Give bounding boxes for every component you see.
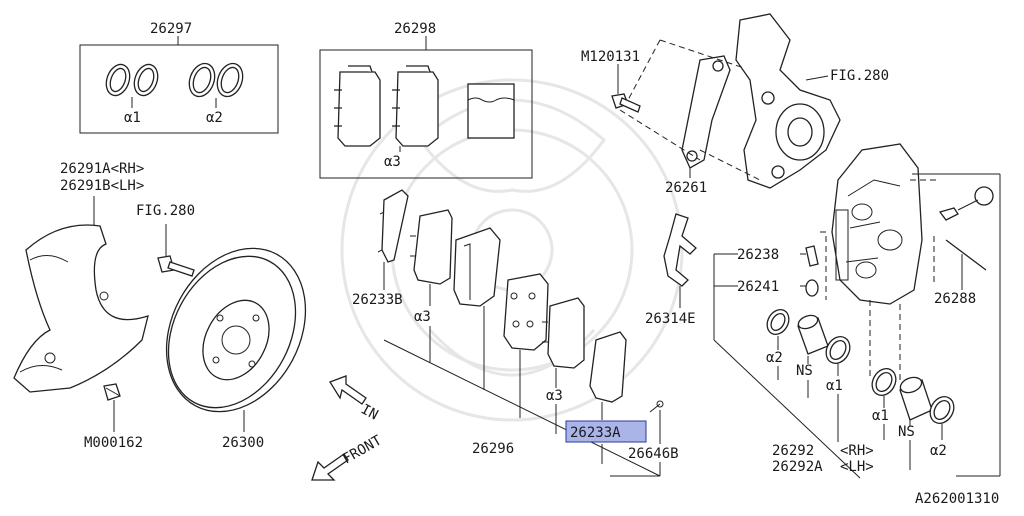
label-m000162: M000162 [84, 435, 143, 451]
hub-bolt[interactable] [157, 224, 195, 277]
inner-shim-26233a[interactable] [589, 331, 627, 403]
label-a3-kit: α3 [384, 154, 401, 170]
shim-a3-inner[interactable] [542, 297, 585, 369]
piston-ns-right[interactable] [898, 375, 933, 426]
label-26298: 26298 [394, 21, 436, 37]
label-26241: 26241 [737, 279, 779, 295]
label-26261: 26261 [665, 180, 707, 196]
brake-pad-outer[interactable] [453, 227, 501, 307]
caliper-assembly[interactable] [831, 143, 923, 305]
label-ns-right: NS [898, 424, 915, 440]
clip-26646b[interactable] [649, 400, 664, 413]
label-26233b: 26233B [352, 292, 403, 308]
label-26300: 26300 [222, 435, 264, 451]
pad-kit-26298[interactable] [319, 36, 533, 179]
label-ns-left: NS [796, 363, 813, 379]
label-26291b: 26291B<LH> [60, 178, 144, 194]
label-26288: 26288 [934, 291, 976, 307]
label-26314e: 26314E [645, 311, 696, 327]
pin-26288[interactable] [938, 186, 994, 290]
label-26297: 26297 [150, 21, 192, 37]
label-26292: 26292 [772, 443, 814, 459]
label-a2-mid: α2 [766, 350, 783, 366]
piston-leaders [777, 366, 911, 470]
label-26238: 26238 [737, 247, 779, 263]
label-a2-top: α2 [206, 110, 223, 126]
label-rh: <RH> [840, 443, 874, 459]
knuckle-fig280[interactable] [735, 13, 841, 189]
bolt-m000162[interactable] [103, 383, 121, 432]
cap-26241[interactable] [800, 279, 819, 297]
label-a3-b: α3 [546, 388, 563, 404]
pad-row-leaders [383, 262, 661, 477]
seal-a2-mid[interactable] [763, 306, 793, 350]
seal-a1-low[interactable] [867, 364, 900, 408]
seal-kit-26297[interactable] [79, 36, 279, 134]
label-26292a: 26292A [772, 459, 823, 475]
label-a1-low: α1 [872, 408, 889, 424]
label-lh: <LH> [840, 459, 874, 475]
front-arrow-icon [311, 453, 349, 481]
brake-rotor-26300[interactable] [139, 224, 333, 436]
brake-pad-inner[interactable] [503, 273, 549, 351]
label-a1-mid: α1 [826, 378, 843, 394]
label-26233a[interactable]: 26233A [570, 425, 621, 441]
label-front: FRONT [340, 432, 385, 467]
label-fig280-top: FIG.280 [830, 68, 889, 84]
piston-ns-left[interactable] [797, 313, 829, 364]
label-in: IN [358, 401, 380, 423]
shim-a3[interactable] [410, 209, 453, 285]
seal-a2-low[interactable] [925, 392, 958, 440]
bolt-m120131[interactable] [611, 64, 641, 113]
seal-a1-mid[interactable] [821, 332, 854, 376]
label-a2-low: α2 [930, 443, 947, 459]
highlight-26233a[interactable] [565, 420, 647, 443]
label-26296: 26296 [472, 441, 514, 457]
seal-ring [105, 62, 244, 98]
label-26646b: 26646B [628, 446, 679, 462]
label-26291a: 26291A<RH> [60, 161, 144, 177]
label-fig280-left: FIG.280 [136, 203, 195, 219]
bleeder-26238[interactable] [800, 245, 819, 267]
outer-shim-26233b[interactable] [377, 189, 409, 263]
pad-spring-26314e[interactable] [663, 213, 697, 308]
in-arrow-icon [329, 375, 367, 405]
label-m120131: M120131 [581, 49, 640, 65]
drawing-code: A262001310 [915, 491, 999, 507]
label-a1-top: α1 [124, 110, 141, 126]
label-a3-a: α3 [414, 309, 431, 325]
caliper-bracket-lines [713, 173, 1001, 479]
bracket-26261[interactable] [681, 55, 731, 178]
dust-shield-26291[interactable] [13, 196, 149, 393]
